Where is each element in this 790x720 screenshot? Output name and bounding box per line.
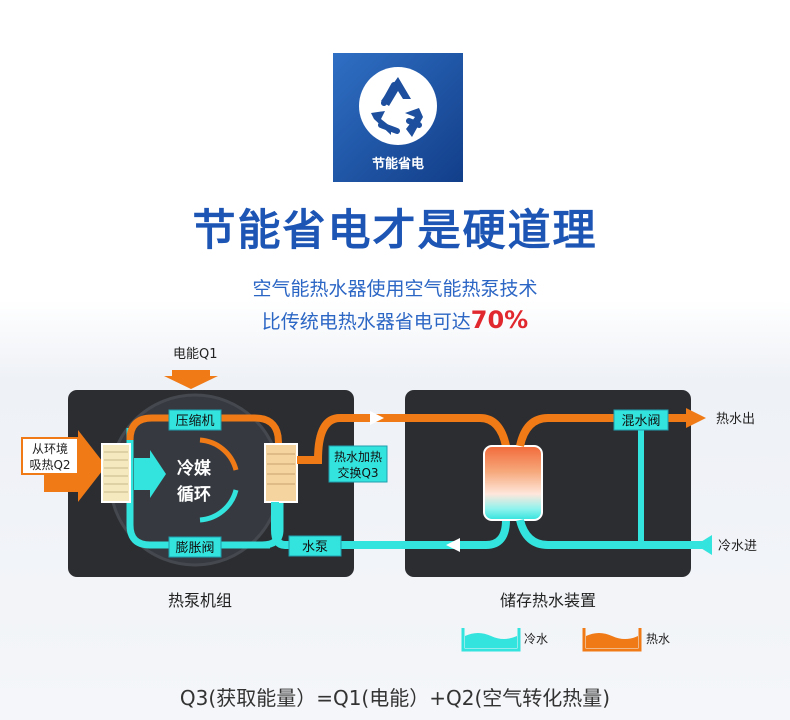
cycle-arrow-cyan [199,489,239,523]
hot-water-out-arrow [686,408,706,428]
storage-panel [405,390,691,577]
cold-water-in-label: 冷水进 [718,539,757,554]
legend-cold-water [461,628,521,652]
heat-exchange-box [328,445,388,483]
energy-saving-badge: 节能省电 [333,53,463,182]
heat-exchange-label-line1: 热水加热 [334,450,382,464]
cold-water-in-pipe [516,518,706,549]
pump-to-condenser-pipe [271,502,290,549]
mixing-valve-box [613,409,669,431]
hot-water-pipe [297,414,510,464]
condenser-coil [264,443,298,503]
cycle-arrow-orange [199,437,239,471]
env-heat-label-line2: 吸热Q2 [29,458,70,472]
expansion-valve-box [168,536,222,558]
env-heat-label-box [21,437,79,475]
evaporator-coil [101,443,131,503]
electric-input-label: 电能Q1 [173,347,218,362]
refrigerant-label-line1: 冷媒 [177,458,212,479]
air-flow-arrow [134,450,166,498]
recycle-icon [359,67,437,145]
env-heat-label-line1: 从环境 [32,441,68,456]
storage-unit-label: 储存热水装置 [500,591,596,610]
heat-pump-diagram: 电能Q1 从环境 吸热Q2 冷媒 循环 压缩机 膨胀阀 热水加热 交换Q3 水泵 [21,347,757,652]
badge-label: 节能省电 [371,157,424,172]
refrigerant-loop-orange [126,414,284,463]
hot-water-flow-arrow [370,411,384,425]
tank-hot-out-pipe [516,414,690,447]
hot-water-out-label: 热水出 [716,412,755,427]
refrigerant-loop-cyan [126,428,270,549]
compressor-box [168,409,222,431]
subtitle-line-1: 空气能热水器使用空气能热泵技术 [252,278,538,300]
cold-water-in-arrow [696,535,712,555]
heat-exchange-label-line2: 交换Q3 [337,465,378,480]
energy-formula: Q3(获取能量）=Q1(电能）+Q2(空气转化热量) [179,686,611,710]
subtitle-line-2-text: 比传统电热水器省电可达 [261,311,471,333]
legend-cold-label: 冷水 [524,632,548,646]
mixing-valve-label: 混水阀 [621,414,660,429]
headline: 节能省电才是硬道理 [192,206,598,256]
savings-percent: 70% [470,306,529,334]
expansion-valve-label: 膨胀阀 [175,541,214,556]
cold-water-return-pipe [340,519,510,549]
legend-hot-label: 热水 [646,632,670,646]
condenser-fins [267,453,295,485]
evaporator-fins [104,451,128,493]
heat-pump-unit-label: 热泵机组 [168,591,232,610]
water-pump-label: 水泵 [302,540,328,555]
compressor-label: 压缩机 [175,413,214,429]
water-pump-box [288,535,342,557]
cold-water-flow-arrow [446,538,460,552]
legend-hot-water [582,628,642,652]
refrigerant-label-line2: 循环 [177,484,211,505]
water-tank [483,445,543,521]
subtitle-line-2: 比传统电热水器省电可达70% [0,306,790,334]
electric-input-arrow [164,370,218,389]
